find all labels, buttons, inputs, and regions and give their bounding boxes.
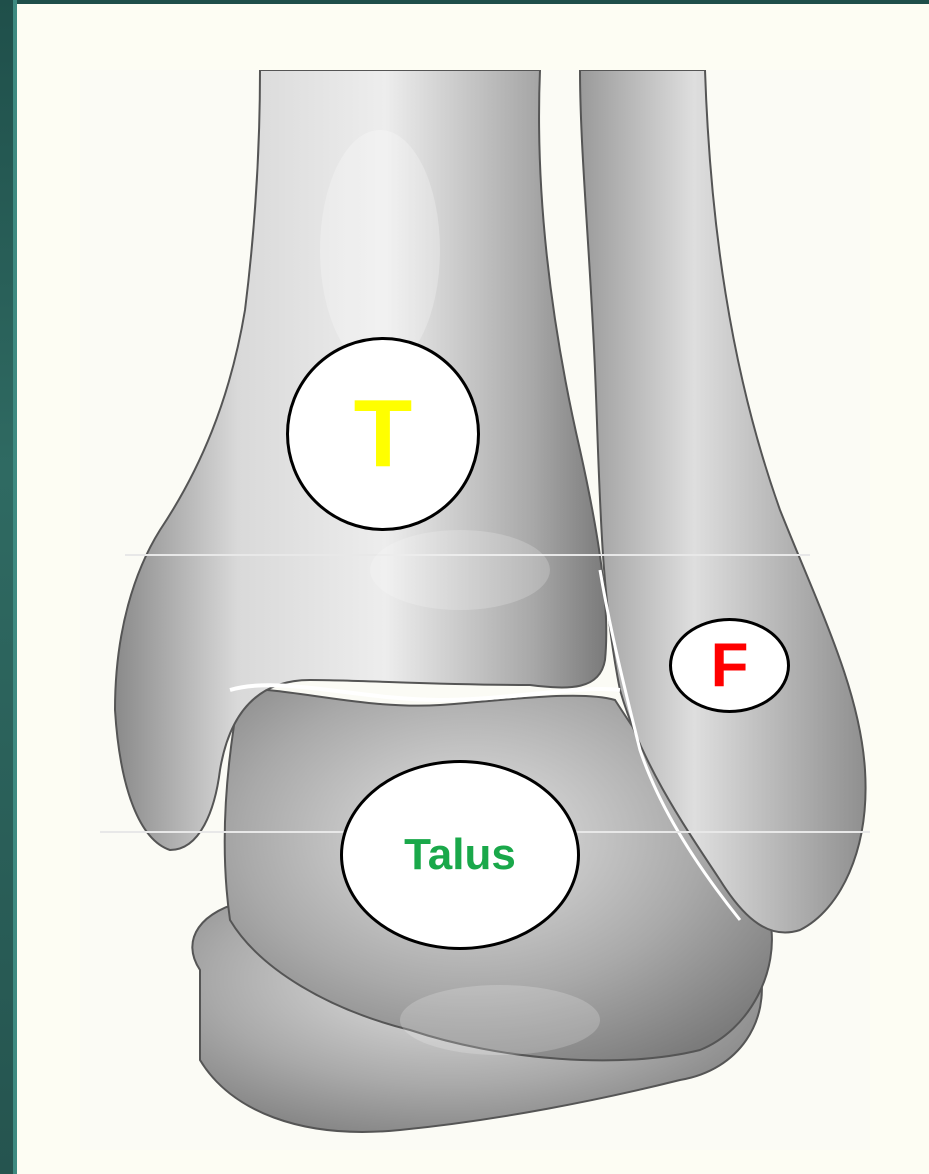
shading-spot: [320, 130, 440, 370]
fibula-label: F: [711, 635, 749, 697]
talus-label-oval: Talus: [340, 760, 580, 950]
slide-side-accent: [13, 0, 17, 1174]
shading-spot: [370, 530, 550, 610]
shading-spot: [400, 985, 600, 1055]
fibula-label-oval: F: [669, 618, 790, 713]
tibia-label: T: [354, 386, 413, 482]
ankle-illustration: [80, 70, 870, 1150]
talus-label: Talus: [404, 833, 516, 877]
ankle-bones-drawing: [80, 70, 870, 1150]
slide-top-border: [0, 0, 929, 4]
slide-side-bar: [0, 0, 13, 1174]
tibia-label-oval: T: [286, 337, 480, 531]
